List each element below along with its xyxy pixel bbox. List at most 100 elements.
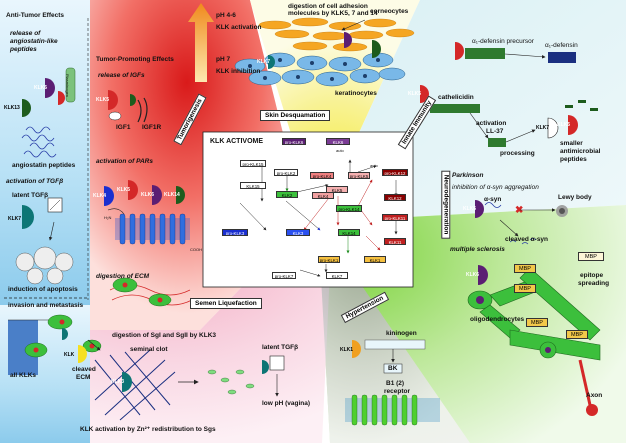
mbp-box-2: MBP <box>514 284 536 293</box>
lewy-body-label: Lewy body <box>558 194 592 201</box>
activome-title: KLK ACTIVOME <box>210 138 264 145</box>
defensin-label: α₁-defensin <box>545 42 578 49</box>
mbp-box-3: MBP <box>526 318 548 327</box>
pro-klk12-node: pro-KLK12 <box>382 169 408 176</box>
hyper-klk1-icon <box>352 340 361 358</box>
cathelicidin-label: cathelicidin <box>438 94 474 101</box>
ll37-label: LL-37 <box>486 128 504 135</box>
par-klk14-icon <box>176 186 185 204</box>
pro-klk3-node: pro-KLK3 <box>222 229 248 236</box>
asyn-klk6-label: KLK6 <box>463 206 477 212</box>
par-klk14-label: KLK14 <box>164 192 180 198</box>
angiostatin-peptide-icons <box>21 126 57 158</box>
ms-label: multiple sclerosis <box>450 246 505 253</box>
antitumor-klk6b-icon <box>58 91 65 105</box>
defensin-bar <box>548 52 576 63</box>
klk-activation-label: KLK activation <box>216 24 262 31</box>
semen-klk-icon <box>262 360 269 374</box>
pro-klk6-node: pro-KLK6 <box>282 138 306 145</box>
oligodendrocytes-label: oligodendrocytes <box>470 316 525 323</box>
angiostatin-release-line1: release of <box>10 30 41 37</box>
skin-klk7-label: KLK7 <box>257 59 271 65</box>
semen-klk3-label: KLK3 <box>111 379 125 385</box>
b2-receptor-line2: receptor <box>384 388 411 395</box>
invasion-klk-label: KLK <box>64 352 75 358</box>
plasminogen-bar <box>65 67 76 103</box>
cleaved-ecm-label-1: cleaved <box>72 366 96 373</box>
seminal-clot-label: seminal clot <box>130 346 168 353</box>
skin-klk7-icon <box>268 55 275 69</box>
antimicrobial-line1: smaller <box>560 140 583 147</box>
tumor-klk2-icon <box>130 94 136 106</box>
mbp-box-1: MBP <box>514 264 536 273</box>
epitope-line1: epitope <box>580 272 604 279</box>
antitumor-klk13-icon <box>22 99 31 117</box>
immunity-klk5b-label: KLK5 <box>557 122 571 128</box>
seminal-clot-mesh <box>94 349 176 421</box>
cleaved-asyn-fragments <box>509 238 537 245</box>
bk-box <box>383 363 403 374</box>
asyn-klk6-icon <box>475 200 484 218</box>
cooh-label: COOH <box>190 247 202 252</box>
skin-desquamation-label: Skin Desquamation <box>260 110 331 121</box>
pars-activation-label: activation of PARs <box>96 158 153 165</box>
cleaved-ecm-label-2: ECM <box>76 374 91 381</box>
neuro-klk6-icon <box>478 265 488 285</box>
semen-tgfb-icon <box>269 355 285 371</box>
pro-klk4-node: pro-KLK4 <box>310 172 334 179</box>
tumor-promoting-title: Tumor-Promoting Effects <box>96 56 174 63</box>
kininogen-bar <box>364 339 426 350</box>
pro-klk11-node: pro-KLK11 <box>382 214 408 221</box>
igf1-icon <box>108 111 122 121</box>
skin-klk14-icon <box>372 40 381 58</box>
immunity-klk1-icon <box>455 42 464 60</box>
ph-7-label: pH 7 <box>216 56 231 63</box>
antitumor-klk6-icon <box>45 78 55 98</box>
auto-label-1: auto <box>336 148 344 153</box>
axon-label: Axon <box>586 392 603 399</box>
antitumor-klk7-label: KLK7 <box>8 216 22 222</box>
asyn-label: α-syn <box>484 196 502 203</box>
keratinocytes-layer <box>234 52 406 87</box>
neuro-klk6-label: KLK6 <box>466 272 480 278</box>
antitumor-title: Anti-Tumor Effects <box>6 12 65 19</box>
igf1r-label: IGF1R <box>142 124 162 131</box>
semen-fragments <box>207 369 255 395</box>
antitumor-klk6-label: KLK6 <box>34 85 48 91</box>
ll37-bar <box>488 138 506 147</box>
par-klk6-icon <box>152 185 162 205</box>
axon-terminal-icon <box>586 404 598 416</box>
immunity-klk5-label: KLK5 <box>408 91 422 97</box>
b2-receptor-line1: B1 (2) <box>386 380 405 387</box>
klk4-node: KLK4 <box>312 192 334 199</box>
zn-redistribution-label: KLK activation by Zn²⁺ redistribution to… <box>80 426 216 433</box>
mbp-box-epitope: MBP <box>578 252 604 261</box>
klk7-node: KLK7 <box>326 272 348 279</box>
par-klk5-label: KLK5 <box>117 187 131 193</box>
klk5-node: KLK5 <box>326 186 348 193</box>
semen-latent-tgfb-label: latent TGFβ <box>262 344 299 351</box>
latent-tgfb-label-1: latent TGFβ <box>12 192 49 199</box>
plasminogen-label: Plasminogen <box>65 73 71 98</box>
antitumor-klk13-label: KLK13 <box>4 105 20 111</box>
pro-klk14-node: pro-KLK14 <box>336 205 362 212</box>
pro-klk1-node: pro-KLK1 <box>318 256 340 263</box>
angiostatin-peptides-label: angiostatin peptides <box>12 162 76 169</box>
immunity-klk7-label: KLK7 <box>536 125 550 131</box>
tgfb-activation-label: activation of TGFβ <box>6 178 64 185</box>
asyn-inhibition-label: inhibition of α-syn aggregation <box>452 184 539 191</box>
activome-box <box>202 131 414 288</box>
antitumor-tgfb-klk-icon <box>22 205 34 229</box>
klk15-node: KLK15 <box>240 182 266 189</box>
pro-klk7-node: pro-KLK7 <box>272 272 296 279</box>
igf1-label: IGF1 <box>116 124 131 131</box>
klk3-node: KLK3 <box>286 229 310 236</box>
asyn-molecule <box>484 202 502 208</box>
neurodegeneration-label: Neurodegeneration <box>441 170 451 239</box>
adhesion-digestion-line1: digestion of cell adhesion <box>288 3 368 10</box>
defensin-precursor-bar <box>465 48 505 59</box>
invasion-klk-icon <box>78 345 87 363</box>
ecm-digestion-label: digestion of ECM <box>96 273 150 280</box>
klk11-node: KLK11 <box>384 238 406 245</box>
